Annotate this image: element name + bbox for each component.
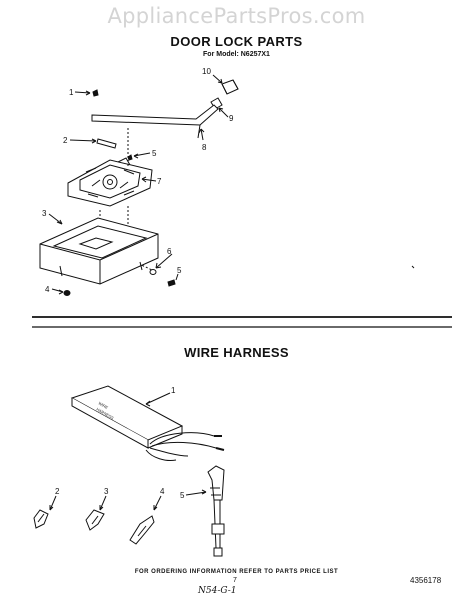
harness-callout-4: 4 — [160, 487, 165, 496]
terminal-4 — [129, 515, 155, 545]
callout-4: 4 — [45, 285, 50, 294]
part-5-screws — [127, 154, 176, 287]
svg-text:WIRE: WIRE — [98, 401, 110, 411]
harness-callout-2: 2 — [55, 487, 60, 496]
callout-2: 2 — [63, 136, 68, 145]
callout-9: 9 — [229, 114, 234, 123]
terminal-3 — [85, 509, 105, 531]
part-1-screw — [92, 89, 99, 97]
callout-1: 1 — [69, 88, 74, 97]
part-8-lever — [91, 104, 219, 139]
watermark: AppliancePartsPros.com — [107, 4, 366, 28]
part-2-bar — [96, 138, 117, 149]
part-4-screw — [63, 290, 71, 296]
document-part-number: 4356178 — [410, 576, 442, 585]
callout-7: 7 — [157, 177, 162, 186]
terminal-2 — [33, 509, 49, 529]
door-lock-title: DOOR LOCK PARTS — [170, 34, 303, 49]
harness-leader-lines — [49, 392, 207, 511]
wire-harness-title: WIRE HARNESS — [184, 345, 289, 360]
part-10-knob — [221, 79, 239, 95]
callout-3: 3 — [42, 209, 47, 218]
harness-connector-5 — [207, 465, 225, 557]
callout-10: 10 — [202, 67, 211, 76]
harness-bundle: WIRE HARNESS — [70, 385, 225, 461]
page-number: 7 — [233, 577, 237, 584]
callout-6: 6 — [167, 247, 172, 256]
harness-callout-1: 1 — [171, 386, 176, 395]
callout-5-upper: 5 — [152, 149, 157, 158]
stray-mark — [411, 265, 415, 269]
leader-lines — [48, 74, 229, 295]
part-3-tray — [39, 217, 159, 285]
harness-callout-3: 3 — [104, 487, 109, 496]
callout-5-lower: 5 — [177, 266, 182, 275]
handwritten-note: N54-G-1 — [198, 586, 237, 596]
model-subtitle: For Model: N6257X1 — [203, 51, 270, 58]
harness-callout-5: 5 — [180, 491, 185, 500]
part-6-washer — [149, 269, 157, 275]
ordering-note: FOR ORDERING INFORMATION REFER TO PARTS … — [134, 569, 339, 575]
part-7-lock-plate — [67, 157, 153, 207]
callout-8: 8 — [202, 143, 207, 152]
